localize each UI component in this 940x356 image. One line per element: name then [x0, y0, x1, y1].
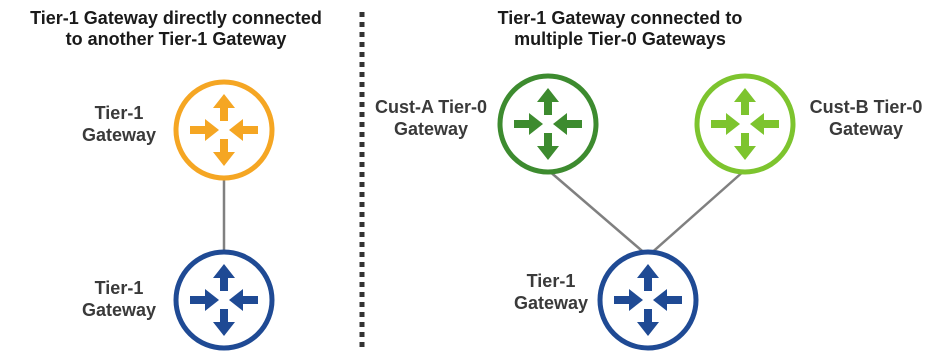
router-icon [173, 249, 275, 351]
label-cust-a-tier0: Cust-A Tier-0 Gateway [374, 97, 488, 139]
router-icon [597, 249, 699, 351]
connector-cust-b [647, 169, 746, 257]
router-icon [497, 73, 599, 175]
label-cust-b-tier0: Cust-B Tier-0 Gateway [809, 97, 923, 139]
router-icon [694, 73, 796, 175]
connector-cust-a [547, 169, 649, 257]
left-panel-title: Tier-1 Gateway directly connected to ano… [30, 8, 322, 49]
right-panel-title: Tier-1 Gateway connected to multiple Tie… [497, 8, 743, 49]
router-icon [173, 79, 275, 181]
label-tier1-bottom: Tier-1 Gateway [81, 278, 157, 320]
label-tier1-right: Tier-1 Gateway [513, 271, 589, 313]
label-tier1-top: Tier-1 Gateway [81, 103, 157, 145]
